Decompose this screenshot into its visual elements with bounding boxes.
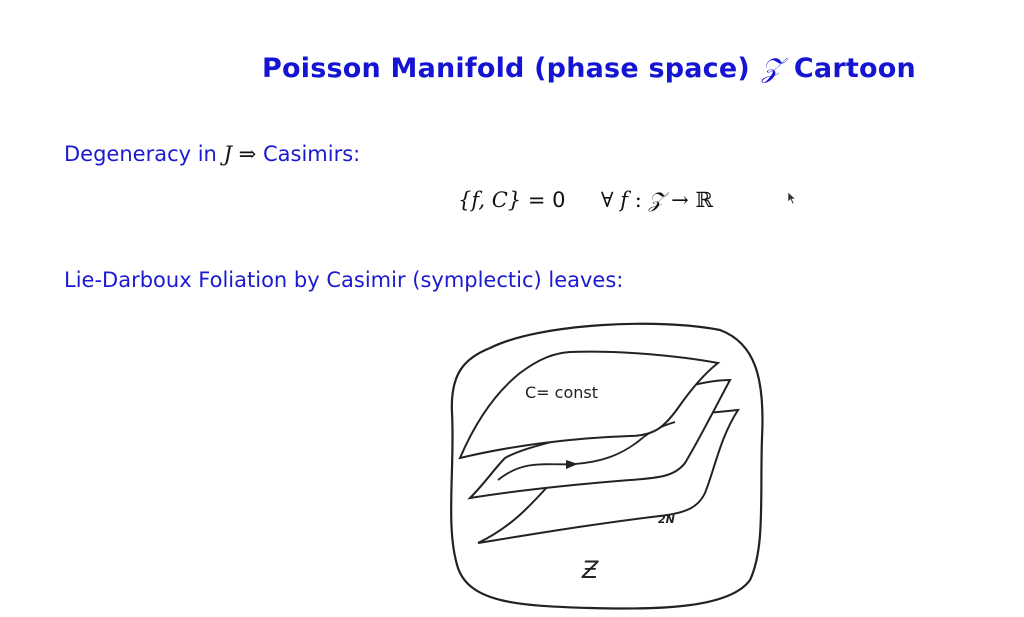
leaf-label: C= const bbox=[525, 383, 598, 402]
degeneracy-line: Degeneracy in J ⇒ Casimirs: bbox=[64, 142, 360, 166]
poisson-bracket: {f, C} bbox=[458, 188, 522, 212]
forall-symbol: ∀ bbox=[600, 188, 614, 212]
foliation-text: Lie-Darboux Foliation by Casimir (symple… bbox=[64, 268, 624, 292]
title-symbol: 𝒵 bbox=[761, 53, 783, 84]
casimir-equation: {f, C} = 0 ∀ f : 𝒵 → ℝ bbox=[458, 188, 713, 213]
slide-title: Poisson Manifold (phase space) 𝒵 Cartoon bbox=[262, 53, 916, 85]
colon: : bbox=[634, 188, 642, 212]
leaf-top bbox=[458, 350, 721, 460]
equals-zero: = 0 bbox=[527, 188, 566, 212]
title-prefix: Poisson Manifold (phase space) bbox=[262, 53, 750, 84]
dimension-label: 2N bbox=[658, 513, 675, 526]
implies-arrow: ⇒ bbox=[238, 142, 257, 166]
mouse-cursor-icon bbox=[787, 191, 797, 205]
foliation-line: Lie-Darboux Foliation by Casimir (symple… bbox=[64, 268, 623, 292]
title-suffix: Cartoon bbox=[793, 53, 916, 84]
phase-space-outline bbox=[450, 322, 764, 610]
phase-space-label: Ƶ bbox=[581, 556, 599, 584]
math-j: J bbox=[223, 142, 232, 166]
foliation-cartoon: C= const 2N Ƶ bbox=[450, 322, 764, 610]
degeneracy-text: Degeneracy in bbox=[64, 142, 217, 166]
maps-arrow: → bbox=[671, 188, 689, 212]
codomain-r: ℝ bbox=[695, 188, 713, 212]
flow-arrow-icon bbox=[566, 460, 578, 469]
domain-z: 𝒵 bbox=[648, 188, 665, 212]
function-f: f bbox=[620, 188, 629, 212]
casimirs-text: Casimirs: bbox=[262, 142, 361, 166]
